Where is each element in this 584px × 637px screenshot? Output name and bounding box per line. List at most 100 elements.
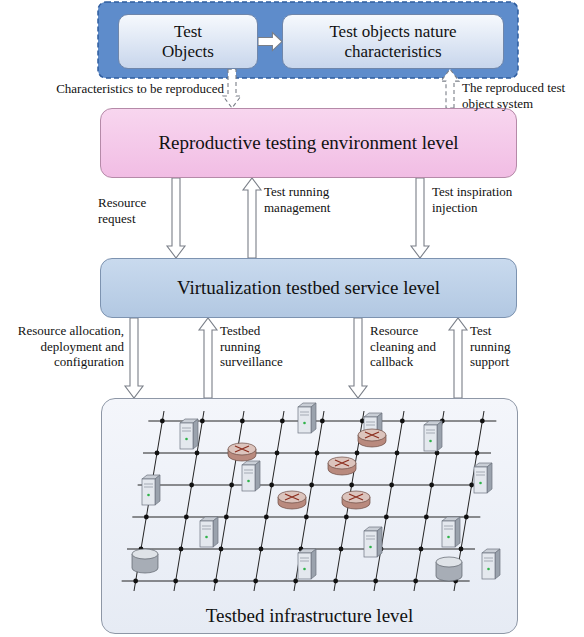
grid-node — [429, 483, 434, 488]
grid-node — [459, 547, 464, 552]
grid-node — [419, 547, 424, 552]
level-title: Test Objects — [153, 22, 223, 61]
edge-label-box: Resource request — [98, 195, 164, 226]
level-title: Test objects nature characteristics — [308, 22, 478, 61]
edge-label: Resource request — [98, 195, 146, 226]
router-icon — [342, 491, 370, 509]
grid-node — [469, 483, 474, 488]
grid-node — [413, 579, 418, 584]
level-title: Testbed infrastructure level — [206, 605, 414, 627]
edge-label: Test inspiration injection — [432, 184, 512, 215]
server-icon — [474, 463, 492, 493]
grid-node — [333, 579, 338, 584]
edge-label: Characteristics to be reproduced — [56, 81, 224, 96]
level-box: Reproductive testing environment level — [100, 108, 517, 178]
edge-label-box: Test inspiration injection — [432, 184, 542, 215]
edge-label-box: The reproduced test object system — [462, 80, 580, 111]
grid-node — [195, 451, 200, 456]
grid-node — [339, 547, 344, 552]
edge-label-box: Test running support — [470, 323, 522, 370]
grid-node — [344, 515, 349, 520]
grid-node — [240, 419, 245, 424]
grid-node — [400, 419, 405, 424]
object-box: Test Objects — [118, 14, 258, 69]
router-icon — [328, 457, 356, 475]
storage-icon — [132, 549, 158, 573]
flow-arrow — [199, 318, 217, 398]
router-icon — [278, 491, 306, 509]
grid-node — [395, 451, 400, 456]
grid-line — [214, 411, 244, 591]
flow-arrow — [223, 69, 241, 108]
grid-node — [269, 483, 274, 488]
grid-node — [309, 483, 314, 488]
grid-node — [475, 451, 480, 456]
grid-node — [253, 579, 258, 584]
grid-node — [373, 579, 378, 584]
grid-node — [264, 515, 269, 520]
grid-node — [213, 579, 218, 584]
test-object-region — [98, 2, 518, 78]
edge-label: Resource allocation, deployment and conf… — [18, 323, 124, 369]
flow-arrow — [125, 318, 143, 398]
edge-label-box: Test running management — [264, 184, 374, 215]
flow-arrow — [243, 178, 261, 258]
server-icon — [142, 475, 160, 505]
network-illustration — [102, 399, 519, 599]
grid-node — [424, 515, 429, 520]
grid-node — [320, 419, 325, 424]
grid-node — [224, 515, 229, 520]
grid-node — [384, 515, 389, 520]
level-title: Reproductive testing environment level — [158, 132, 458, 154]
level-box: Virtualization testbed service level — [100, 258, 517, 318]
level-title: Virtualization testbed service level — [177, 277, 440, 299]
grid-node — [349, 483, 354, 488]
flow-arrow — [411, 178, 429, 258]
grid-node — [275, 451, 280, 456]
level-box: Testbed infrastructure level — [101, 398, 518, 634]
flow-arrow — [258, 33, 282, 51]
server-icon — [424, 421, 442, 451]
server-icon — [200, 517, 218, 547]
grid-node — [389, 483, 394, 488]
server-icon — [242, 461, 260, 491]
grid-node — [219, 547, 224, 552]
storage-icon — [436, 557, 462, 581]
edge-label-box: Testbed running surveillance — [220, 323, 296, 370]
grid-line — [174, 411, 204, 591]
grid-node — [480, 419, 485, 424]
grid-node — [293, 579, 298, 584]
server-icon — [364, 527, 382, 557]
server-icon — [298, 549, 316, 579]
grid-node — [259, 547, 264, 552]
network-grid — [122, 411, 497, 591]
grid-node — [173, 579, 178, 584]
server-icon — [442, 517, 460, 547]
edge-label: Test running support — [470, 323, 510, 369]
edge-label: The reproduced test object system — [462, 80, 565, 111]
grid-node — [184, 515, 189, 520]
grid-node — [464, 515, 469, 520]
flow-arrow — [441, 69, 459, 108]
server-icon — [298, 403, 316, 433]
grid-node — [179, 547, 184, 552]
edge-label-box: Resource cleaning and callback — [370, 323, 446, 370]
grid-node — [144, 515, 149, 520]
object-box: Test objects nature characteristics — [282, 14, 504, 69]
flow-arrow — [167, 178, 185, 258]
router-icon — [228, 443, 256, 461]
grid-node — [304, 515, 309, 520]
grid-node — [160, 419, 165, 424]
edge-label: Testbed running surveillance — [220, 323, 283, 369]
grid-node — [155, 451, 160, 456]
grid-node — [355, 451, 360, 456]
grid-node — [229, 483, 234, 488]
flow-arrow — [449, 318, 467, 398]
edge-label-box: Resource allocation, deployment and conf… — [2, 323, 124, 370]
server-icon — [482, 549, 500, 579]
grid-node — [200, 419, 205, 424]
grid-node — [133, 579, 138, 584]
grid-node — [189, 483, 194, 488]
edge-label: Resource cleaning and callback — [370, 323, 436, 369]
